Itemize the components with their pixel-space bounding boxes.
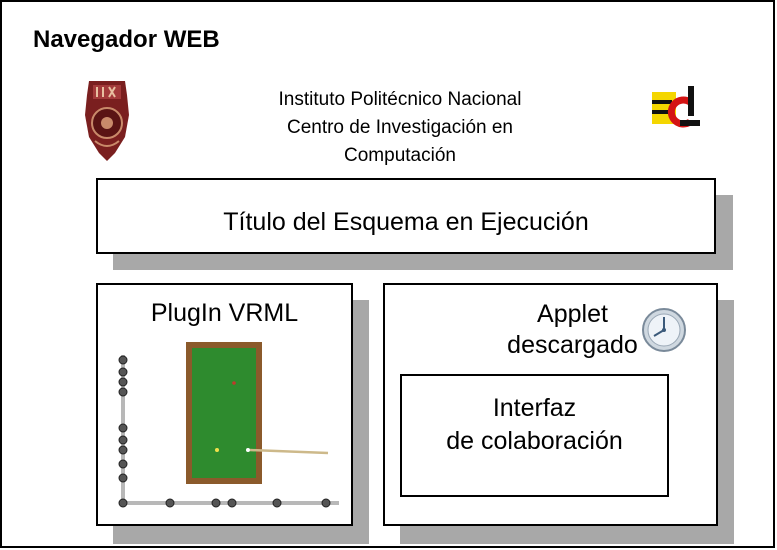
ipn-logo (85, 81, 129, 161)
applet-line2: descargado (507, 331, 638, 359)
interfaz-line2: de colaboración (446, 427, 623, 455)
institution-block: Instituto Politécnico Nacional Centro de… (195, 86, 605, 170)
applet-box: Applet descargado Interfaz de colaboraci… (383, 283, 718, 526)
institution-line3: Computación (344, 145, 456, 166)
interfaz-box: Interfaz de colaboración (400, 374, 669, 497)
interfaz-line1: Interfaz (492, 394, 577, 422)
applet-label: Applet descargado (490, 299, 655, 361)
cic-logo (652, 86, 700, 128)
schema-title: Título del Esquema en Ejecución (223, 208, 589, 236)
clock-icon (642, 308, 686, 352)
applet-line1: Applet (537, 300, 608, 328)
interfaz-label: Interfaz de colaboración (402, 392, 667, 458)
institution-line2: Centro de Investigación en (286, 117, 514, 138)
plugin-label: PlugIn VRML (150, 299, 299, 327)
browser-title: Navegador WEB (33, 26, 220, 53)
title-box: Título del Esquema en Ejecución (96, 178, 716, 254)
plugin-box: PlugIn VRML (96, 283, 353, 526)
institution-line1: Instituto Politécnico Nacional (278, 89, 522, 110)
billiard-table-icon (118, 342, 339, 508)
